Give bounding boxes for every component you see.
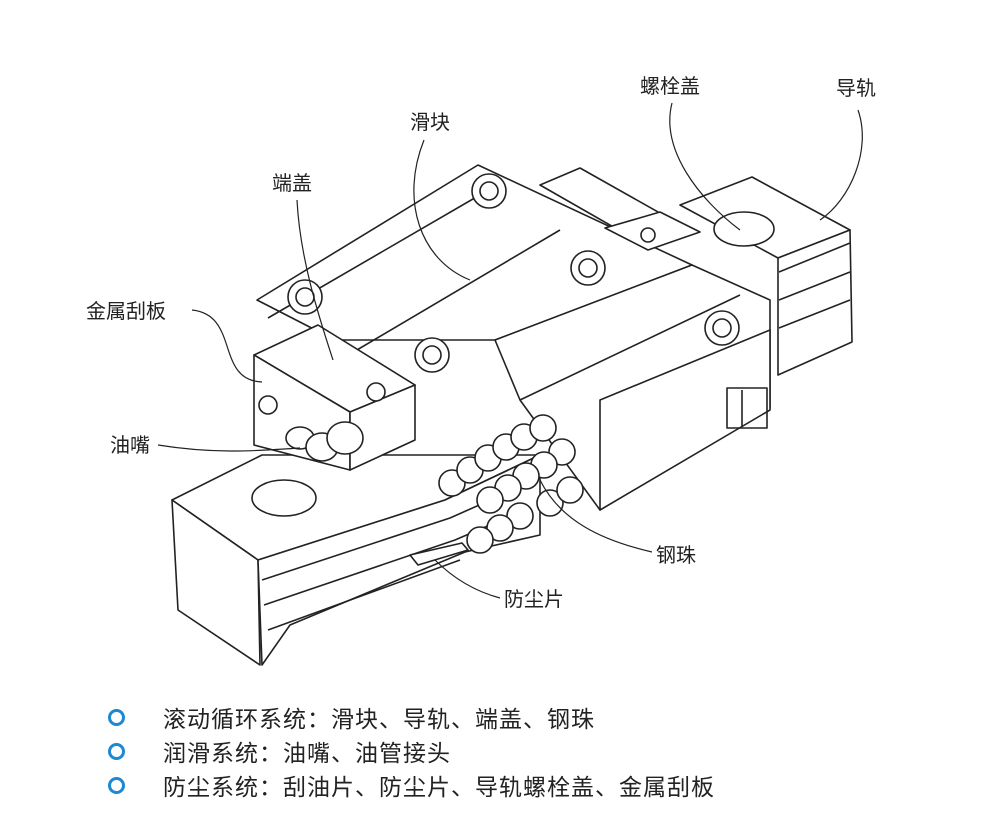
label-rail: 导轨 <box>836 76 876 100</box>
rail-front <box>171 454 541 666</box>
label-slider: 滑块 <box>410 110 450 134</box>
legend-item: 滚动循环系统：滑块、导轨、端盖、钢珠 <box>108 700 715 734</box>
bullet-icon <box>108 776 125 794</box>
rail-back <box>679 176 853 376</box>
legend-text: 润滑系统：油嘴、油管接头 <box>163 741 451 767</box>
labels: 螺栓盖 导轨 滑块 端盖 金属刮板 油嘴 钢珠 防尘片 <box>86 74 876 611</box>
legend-text: 防尘系统：刮油片、防尘片、导轨螺栓盖、金属刮板 <box>163 775 715 801</box>
rail-bolt-cap-back <box>713 211 775 247</box>
bullet-icon <box>108 708 125 726</box>
legend-text: 滚动循环系统：滑块、导轨、端盖、钢珠 <box>163 707 595 733</box>
leader-lines <box>157 102 863 599</box>
hex-socket <box>258 395 278 415</box>
label-metal-scraper: 金属刮板 <box>86 299 166 323</box>
bullet-icon <box>108 742 125 760</box>
label-dust-strip: 防尘片 <box>504 587 564 611</box>
label-end-cap: 端盖 <box>272 171 312 195</box>
slider-body <box>253 164 771 511</box>
steel-balls <box>438 414 584 554</box>
label-bolt-cap: 螺栓盖 <box>640 74 700 98</box>
legend-item: 防尘系统：刮油片、防尘片、导轨螺栓盖、金属刮板 <box>108 768 715 802</box>
rail-bolt-cap-front <box>251 479 317 517</box>
bolt-holes <box>258 173 740 415</box>
grease-nipple <box>285 421 364 462</box>
legend-item: 润滑系统：油嘴、油管接头 <box>108 734 715 768</box>
legend: 滚动循环系统：滑块、导轨、端盖、钢珠 润滑系统：油嘴、油管接头 防尘系统：刮油片… <box>108 700 715 802</box>
dust-strip <box>409 542 469 566</box>
label-grease-nipple: 油嘴 <box>110 433 150 457</box>
diagram-drawing: 螺栓盖 导轨 滑块 端盖 金属刮板 油嘴 钢珠 防尘片 <box>86 74 876 666</box>
label-steel-ball: 钢珠 <box>656 543 696 567</box>
